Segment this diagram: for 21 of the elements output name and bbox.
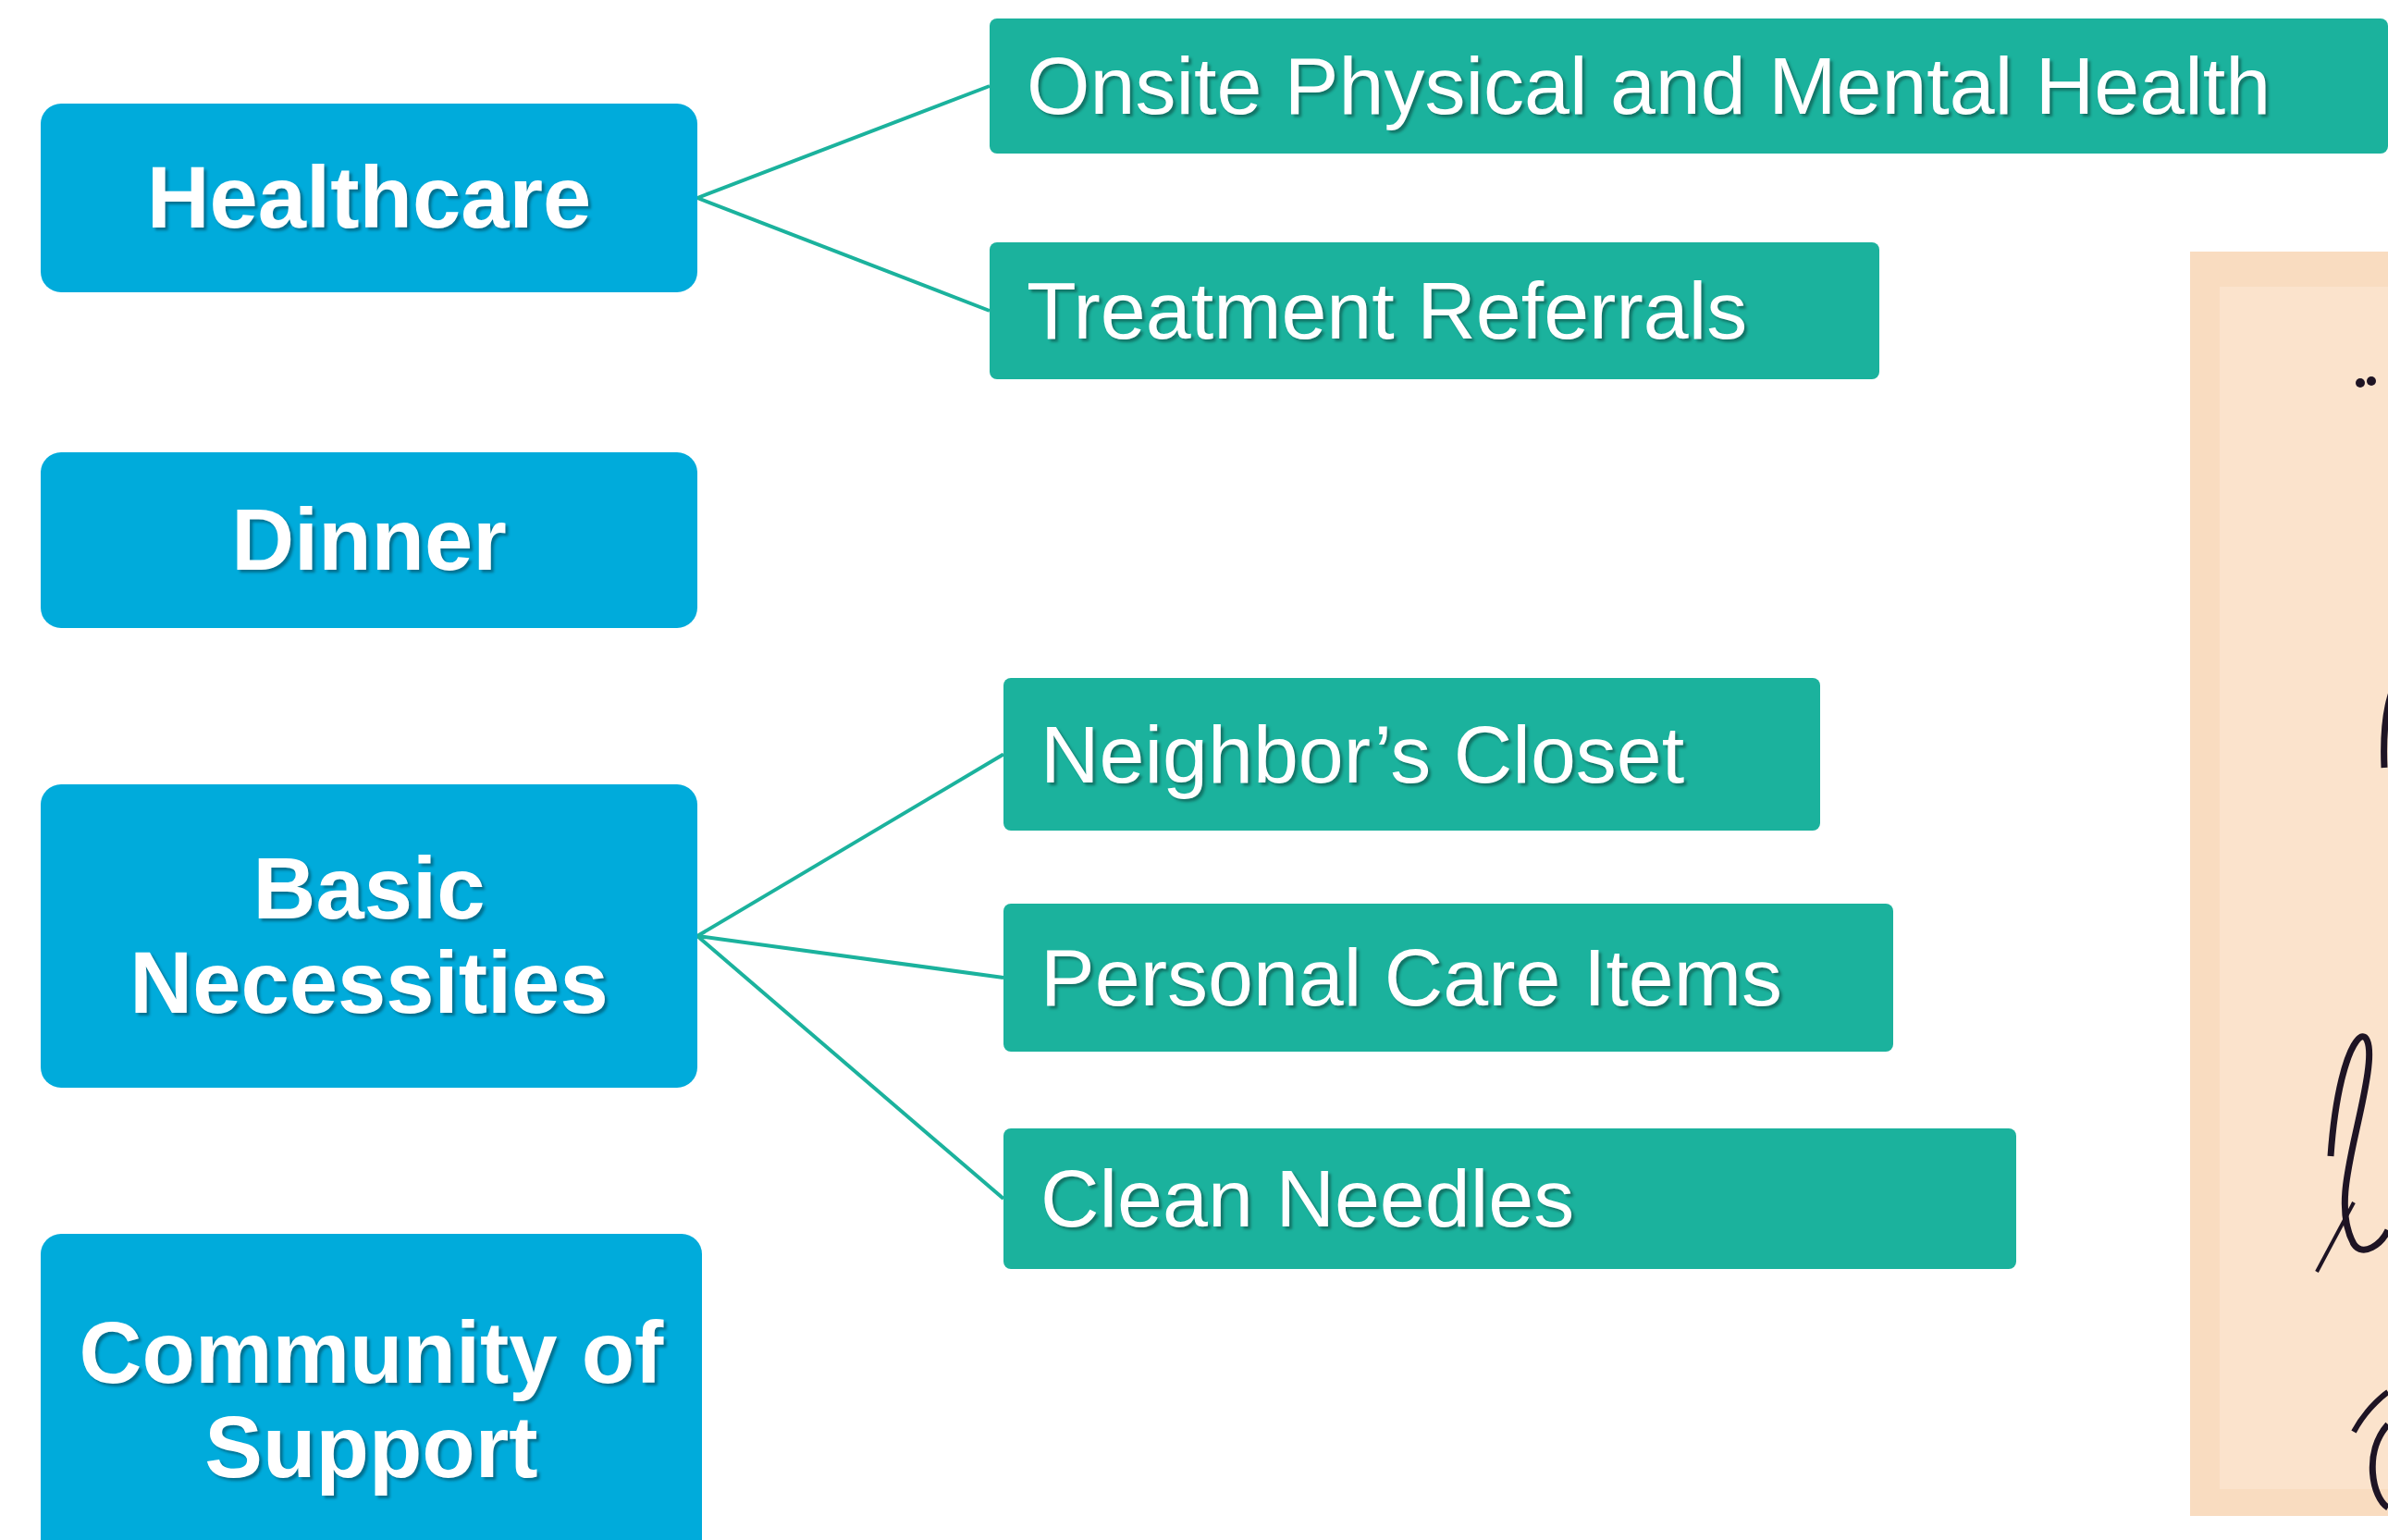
connector-line xyxy=(696,196,991,313)
category-label: Dinner xyxy=(231,493,507,587)
category-box xyxy=(41,104,697,292)
service-label: Treatment Referrals xyxy=(1027,264,1748,358)
service-box xyxy=(1003,904,1893,1052)
service-box xyxy=(1003,678,1820,831)
service-label: Neighbor’s Closet xyxy=(1040,707,1685,802)
category-box xyxy=(41,1234,702,1540)
category-label: Healthcare xyxy=(146,151,592,245)
service-label: Onsite Physical and Mental Health xyxy=(1027,39,2271,133)
category-box xyxy=(41,784,697,1088)
service-label: Clean Needles xyxy=(1040,1152,1575,1246)
service-box xyxy=(1003,1128,2016,1269)
service-box xyxy=(990,18,2388,154)
service-label: Personal Care Items xyxy=(1040,930,1783,1025)
connector-line xyxy=(695,752,1005,938)
category-label: Basic Necessities xyxy=(129,842,609,1030)
category-label: Community of Support xyxy=(78,1306,665,1495)
service-box xyxy=(990,242,1879,379)
connector-line xyxy=(696,84,991,200)
category-box xyxy=(41,452,697,628)
